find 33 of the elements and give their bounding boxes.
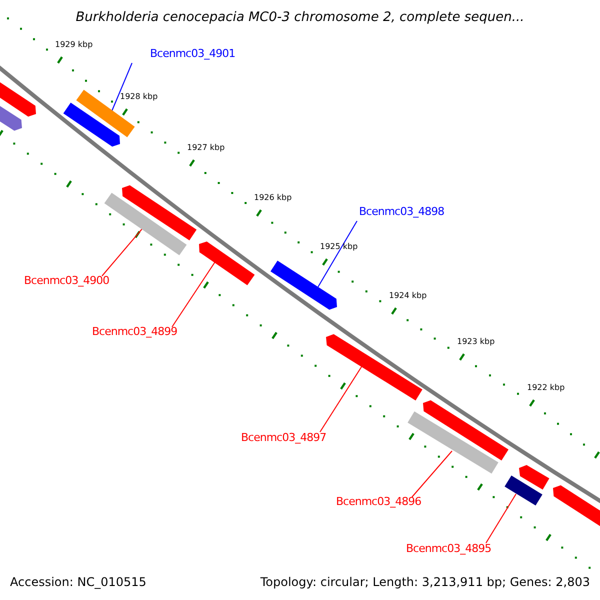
tick-label: 1926 kbp [254, 192, 292, 204]
gene-feature [122, 185, 197, 240]
leader-line [102, 228, 142, 276]
gene-label: Bcenmc03_4896 [336, 495, 422, 509]
gene-feature [104, 192, 187, 256]
gene-label: Bcenmc03_4897 [241, 431, 326, 445]
gene-label: Bcenmc03_4901 [150, 47, 236, 61]
leader-line [172, 262, 216, 328]
footer-text: Accession: NC_010515 [10, 575, 146, 589]
gene-label: Bcenmc03_4899 [92, 325, 178, 339]
title: Burkholderia cenocepacia MC0-3 chromosome 2, complete sequen... [74, 11, 526, 25]
tick-label: 1924 kbp [389, 290, 427, 302]
leader-line [320, 366, 362, 432]
leader-line [318, 220, 358, 288]
gene-feature [63, 102, 120, 147]
tick-label: 1922 kbp [527, 382, 565, 394]
tick-label: 1929 kbp [55, 39, 93, 51]
gene-feature [519, 465, 550, 490]
gene-feature [326, 334, 422, 400]
gene-label: Bcenmc03_4898 [359, 205, 444, 219]
tick-label: 1925 kbp [320, 241, 358, 253]
tick-label: 1927 kbp [187, 142, 225, 154]
gene-label: Bcenmc03_4900 [24, 274, 110, 288]
tick-label: 1928 kbp [120, 91, 158, 103]
gene-feature [270, 260, 337, 310]
tick-label: 1923 kbp [457, 336, 495, 348]
leader-line [486, 494, 516, 544]
gene-feature [199, 242, 255, 286]
gene-feature [423, 400, 508, 460]
gene-label: Bcenmc03_4895 [406, 542, 492, 556]
footer-text: Topology: circular; Length: 3,213,911 bp; Genes: 2,803 [260, 575, 590, 589]
gene-feature [408, 411, 498, 474]
gene-feature [504, 476, 542, 506]
